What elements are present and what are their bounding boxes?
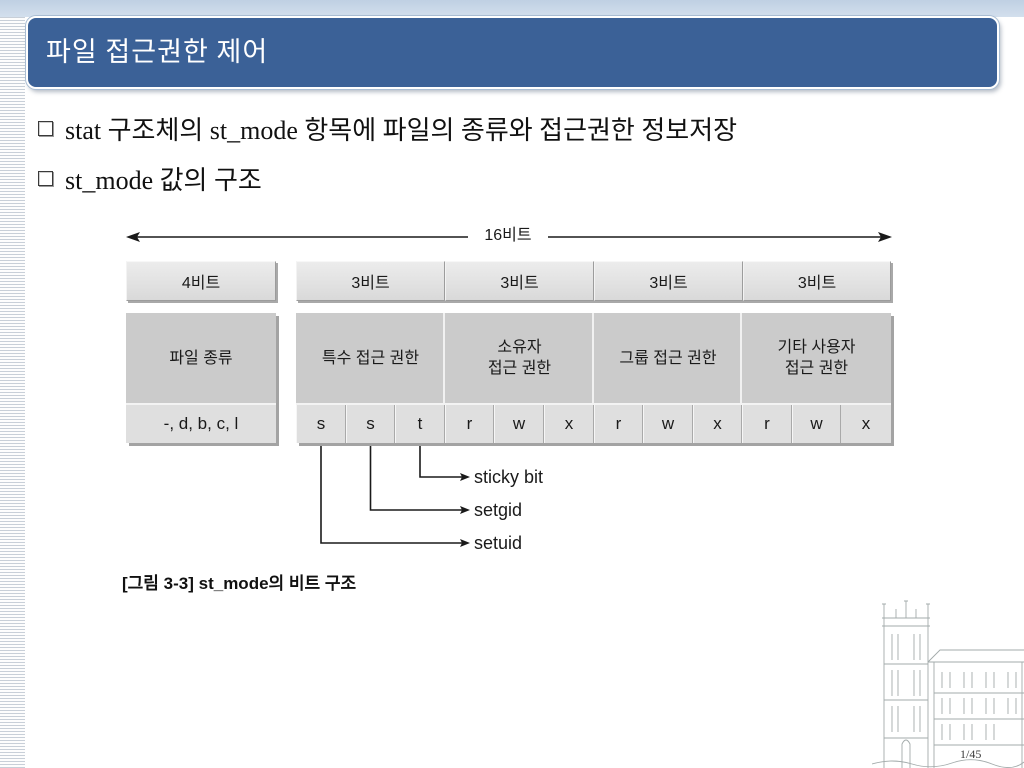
group-label-line: 접근 권한	[784, 360, 849, 377]
group-label-line: 소유자	[497, 339, 542, 356]
permission-fields: 특수 접근 권한 소유자 접근 권한 그룹 접근 권한 기타 사용자 접근 권한…	[296, 313, 891, 443]
group-label-line: 특수 접근 권한	[321, 349, 420, 367]
other-permission-label: 기타 사용자 접근 권한	[742, 313, 891, 403]
group-label-line: 접근 권한	[487, 360, 552, 377]
file-type-values: -, d, b, c, l	[126, 403, 276, 443]
square-bullet-icon	[38, 170, 53, 186]
owner-permission-label: 소유자 접근 권한	[445, 313, 594, 403]
figure-caption: [그림 3-3] st_mode의 비트 구조	[122, 574, 357, 593]
building-ground	[872, 759, 1024, 768]
group-label-line: 그룹 접근 권한	[619, 349, 717, 367]
bit-group-execute: x	[693, 403, 742, 443]
setgid-connector	[369, 444, 462, 511]
field-size-special: 3비트	[296, 261, 445, 301]
bit-width-arrowhead-right	[878, 232, 892, 242]
building-tower	[882, 600, 930, 768]
bit-group-write: w	[643, 403, 693, 443]
slide-title: 파일 접근권한 제어	[46, 37, 269, 67]
square-bullet-icon	[38, 120, 53, 136]
bit-width-arrowhead-left	[126, 232, 140, 242]
bit-setuid: s	[296, 403, 346, 443]
special-permission-label: 특수 접근 권한	[296, 313, 445, 403]
bit-owner-read: r	[445, 403, 494, 443]
bullet-text: st_mode 값의 구조	[65, 165, 262, 195]
sticky-bit-connector	[419, 444, 462, 478]
field-size-file-type: 4비트	[126, 261, 276, 301]
bit-owner-write: w	[494, 403, 544, 443]
top-accent-band	[0, 0, 1024, 17]
sticky-bit-label: sticky bit	[474, 467, 544, 487]
field-size-other: 3비트	[743, 261, 891, 301]
group-permission-label: 그룹 접근 권한	[594, 313, 742, 403]
building-sketch-image	[872, 600, 1024, 768]
setgid-label: setgid	[474, 500, 523, 520]
bit-other-read: r	[742, 403, 792, 443]
bit-group-read: r	[594, 403, 643, 443]
field-size-group: 3비트	[594, 261, 743, 301]
page-number: 1/45	[960, 747, 982, 761]
bit-setgid: s	[346, 403, 395, 443]
setuid-arrowhead	[460, 539, 470, 547]
field-size-owner: 3비트	[445, 261, 594, 301]
bullet-item-1: stat 구조체의 st_mode 항목에 파일의 종류와 접근권한 정보저장	[38, 113, 737, 145]
bullet-item-2: st_mode 값의 구조	[38, 163, 262, 195]
setuid-connector	[320, 444, 462, 544]
bit-other-write: w	[792, 403, 841, 443]
sticky-bit-arrowhead	[460, 473, 470, 481]
bit-owner-execute: x	[544, 403, 594, 443]
bit-other-execute: x	[841, 403, 891, 443]
setgid-arrowhead	[460, 506, 470, 514]
bullet-text: stat 구조체의 st_mode 항목에 파일의 종류와 접근권한 정보저장	[65, 115, 738, 145]
bit-sticky: t	[395, 403, 445, 443]
building-wing	[927, 649, 1024, 768]
file-type-field: 파일 종류 -, d, b, c, l	[126, 313, 276, 443]
title-bar: 파일 접근권한 제어	[26, 16, 999, 89]
total-bit-width-label: 16비트	[484, 227, 532, 244]
group-label-line: 기타 사용자	[777, 339, 856, 356]
file-type-label: 파일 종류	[126, 313, 276, 403]
left-stripe-decoration	[0, 17, 25, 768]
setuid-label: setuid	[474, 533, 523, 553]
